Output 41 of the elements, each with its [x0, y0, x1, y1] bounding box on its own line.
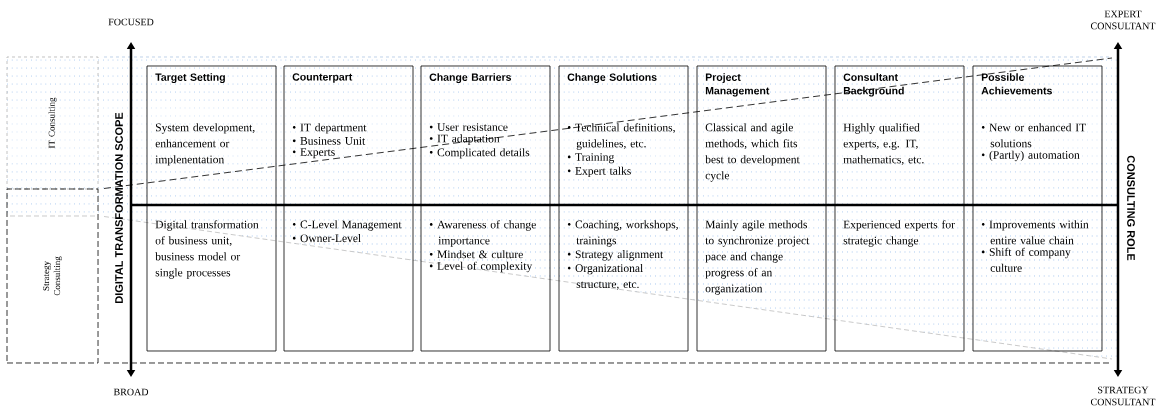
bullet-item: • C-Level Management: [292, 220, 402, 231]
bullet-item: • Level of complexity: [429, 261, 533, 273]
axis-label: FOCUSED: [108, 18, 154, 26]
axis-title: CONSULTING ROLE: [1127, 155, 1135, 261]
cell-text: Digital transformation of business unit, business model or single processes: [155, 220, 259, 279]
bullet-item: • Mindset & culture: [429, 250, 523, 259]
bullet-item: • Organizational structure, etc.: [567, 263, 643, 290]
column-heading: Change Barriers: [429, 73, 512, 84]
column-heading: Consultant Background: [843, 73, 904, 97]
bullet-item: • Training: [567, 153, 615, 164]
axis-label: EXPERT CONSULTANT: [1090, 10, 1156, 30]
bullet-item: • Awareness of change importance: [429, 220, 536, 247]
axis-label: BROAD: [113, 388, 149, 396]
bullet-item: • User resistance: [429, 123, 508, 131]
column-heading: Target Setting: [155, 73, 225, 84]
cell-text: Mainly agile methods to synchronize project pace and change progress of an organization: [705, 220, 810, 295]
cell-text: Classical and agile methods, which fits best to development cycle: [705, 123, 800, 182]
bullet-item: • Coaching, workshops, trainings: [567, 220, 678, 247]
bullet-item: • Owner-Level: [292, 234, 361, 243]
bullet-item: • Experts: [292, 148, 335, 159]
cell-text: System development, enhancement or implenentation: [155, 123, 255, 166]
bullet-item: • (Partly) automation: [981, 150, 1080, 162]
bullet-item: • Expert talks: [567, 166, 631, 178]
bullet-item: • Strategy alignment: [567, 250, 664, 261]
consulting-box: Strategy Consulting: [6, 188, 99, 364]
cell-text: Experienced experts for strategic change: [843, 220, 955, 247]
bullet-item: • Shift of company culture: [981, 247, 1071, 272]
axis-title: DIGITAL TRANSFORMATION SCOPE: [115, 112, 123, 303]
bullet-item: • Improvements within entire value chain: [981, 220, 1089, 245]
column-heading: Change Solutions: [567, 73, 657, 84]
bullet-item: • New or enhanced IT solutions: [981, 123, 1086, 148]
bullet-item: • IT department: [292, 123, 367, 134]
bullet-item: • Technical definitions, guidelines, etc.: [567, 123, 675, 150]
consulting-box: IT Consulting: [6, 56, 99, 190]
column-heading: Counterpart: [292, 73, 353, 83]
column-heading: Possible Achievements: [981, 73, 1052, 95]
axis-label: STRATEGY CONSULTANT: [1090, 386, 1156, 406]
bullet-item: • Business Unit: [292, 137, 366, 145]
bullet-item: • Complicated details: [429, 148, 530, 159]
column-heading: Project Management: [705, 73, 770, 97]
cell-text: Highly qualified experts, e.g. IT, mathematics, etc.: [843, 123, 924, 166]
